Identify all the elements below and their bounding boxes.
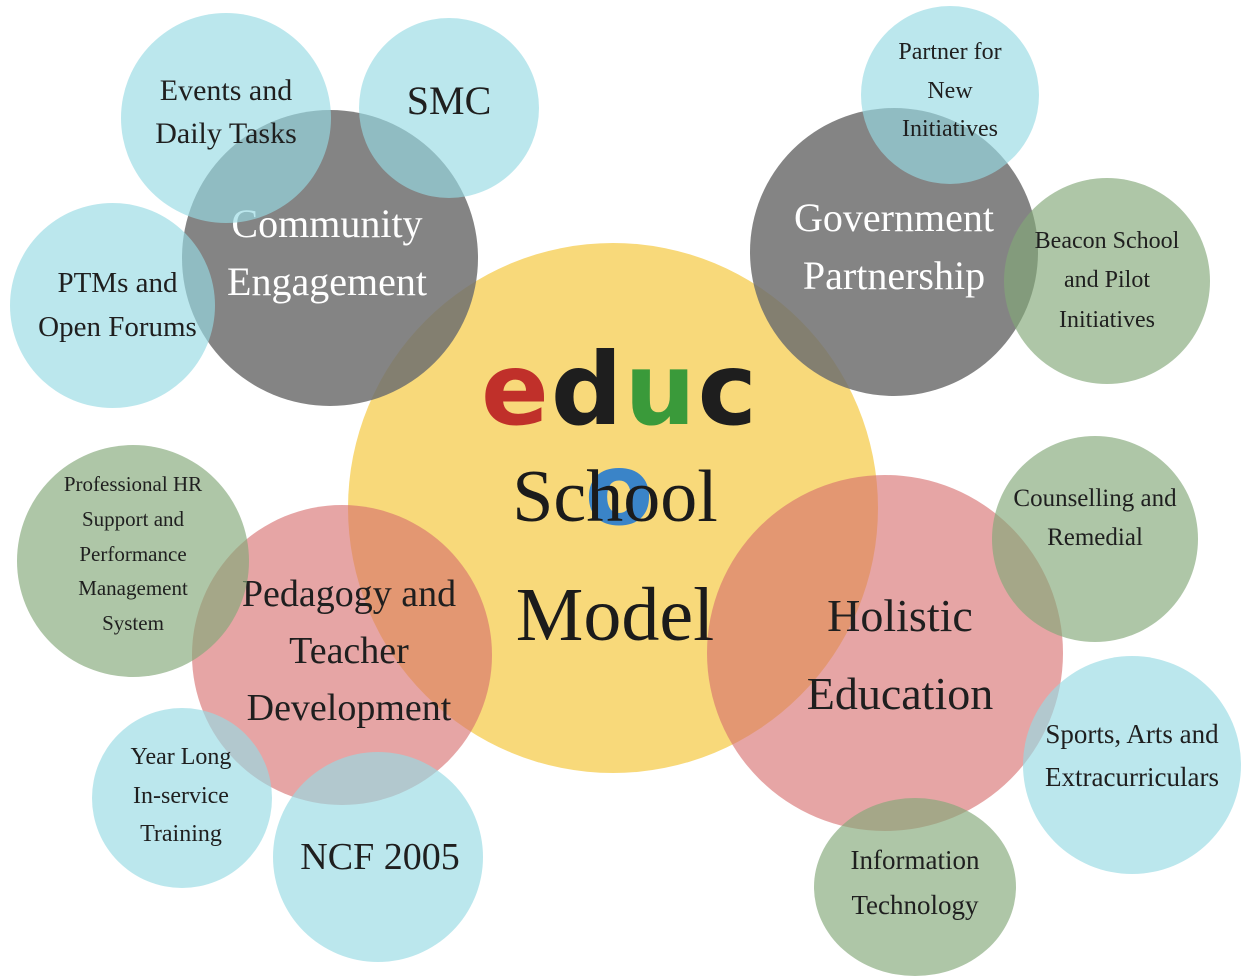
pedagogy-label: Pedagogy and Teacher Development	[241, 572, 457, 729]
year-long-training-circle: Year Long In-service Training	[92, 708, 272, 888]
smc-circle: SMC	[359, 18, 539, 198]
beacon-school-circle: Beacon School and Pilot Initiatives	[1004, 178, 1210, 384]
events-daily-tasks-label: Events and Daily Tasks	[155, 73, 297, 151]
beacon-school-label: Beacon School and Pilot Initiatives	[1034, 227, 1180, 333]
logo-letter-o: o	[584, 431, 656, 548]
sports-arts-label: Sports, Arts and Extracurriculars	[1045, 718, 1219, 792]
educo-logo: educo	[470, 340, 770, 540]
partner-new-initiatives-circle: Partner for New Initiatives	[861, 6, 1039, 184]
ptms-open-forums-label: PTMs and Open Forums	[38, 267, 197, 343]
professional-hr-label: Professional HR Support and Performance …	[63, 472, 203, 635]
year-long-training-label: Year Long In-service Training	[130, 744, 232, 848]
logo-letter-c: c	[697, 331, 759, 448]
logo-letter-d: d	[550, 331, 625, 448]
professional-hr-circle: Professional HR Support and Performance …	[17, 445, 249, 677]
events-daily-tasks-circle: Events and Daily Tasks	[121, 13, 331, 223]
logo-letter-e: e	[481, 331, 551, 448]
information-technology-circle: Information Technology	[814, 798, 1016, 976]
government-partnership-label: Government Partnership	[794, 195, 994, 298]
ptms-open-forums-circle: PTMs and Open Forums	[10, 203, 215, 408]
smc-label: SMC	[406, 77, 492, 123]
center-title-school: School	[512, 456, 718, 538]
ncf-2005-circle: NCF 2005	[273, 752, 483, 962]
center-title-model: Model	[515, 573, 715, 657]
ncf-2005-label: NCF 2005	[300, 836, 460, 878]
information-technology-label: Information Technology	[850, 845, 980, 920]
counselling-remedial-circle: Counselling and Remedial	[992, 436, 1198, 642]
counselling-remedial-label: Counselling and Remedial	[1013, 485, 1177, 551]
logo-letter-u: u	[624, 331, 698, 448]
partner-new-initiatives-label: Partner for New Initiatives	[898, 39, 1002, 143]
sports-arts-circle: Sports, Arts and Extracurriculars	[1023, 656, 1241, 874]
holistic-education-label: Holistic Education	[806, 589, 994, 719]
